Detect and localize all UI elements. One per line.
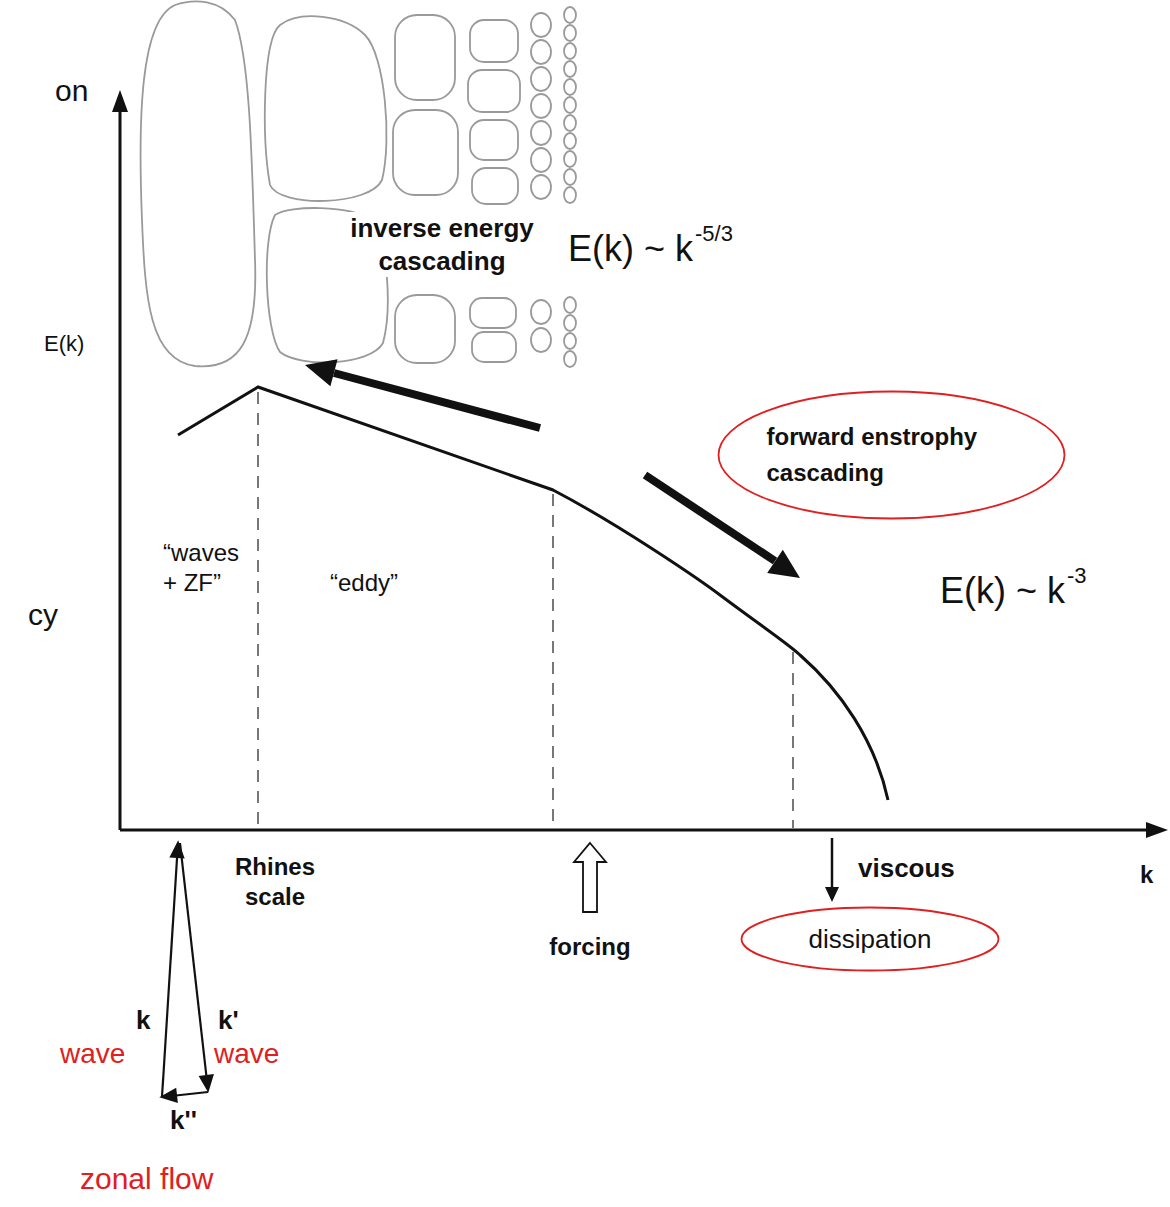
ellipse-callout: dissipation	[740, 906, 1000, 972]
triad-diagram	[162, 843, 212, 1102]
axes	[112, 90, 1168, 838]
ellipse-outline	[717, 390, 1066, 520]
exponent: -3	[1067, 562, 1087, 590]
forcing-arrow	[574, 843, 606, 912]
scale-label: Rhines scale	[220, 852, 330, 912]
cascade-label: inverse energy cascading	[325, 212, 559, 277]
scale-label: forcing	[545, 932, 635, 962]
cascade-arrows	[305, 359, 800, 578]
wavevector-label: k	[136, 1004, 150, 1037]
wavevector-label: k'	[218, 1004, 239, 1037]
range-label: “waves + ZF”	[163, 538, 251, 598]
mode-label: wave	[60, 1036, 125, 1071]
cut-text: on	[55, 72, 88, 110]
spectrum-law: E(k) ~ k	[940, 568, 1065, 613]
mode-label: wave	[214, 1036, 279, 1071]
ellipse-callout: forward enstrophy cascading	[717, 390, 1066, 520]
range-label: “eddy”	[330, 568, 398, 598]
axis-label: k	[1140, 860, 1153, 890]
callout-text: dissipation	[809, 920, 932, 959]
mode-label: zonal flow	[80, 1160, 213, 1198]
spectrum-law: E(k) ~ k	[568, 226, 693, 271]
scale-markers	[258, 392, 793, 828]
wavevector-label: k''	[170, 1104, 197, 1137]
eddy-sketch	[141, 1, 576, 367]
callout-text: forward enstrophy cascading	[767, 419, 1017, 491]
scale-label: viscous	[858, 852, 955, 885]
axis-label: E(k)	[44, 330, 84, 358]
dissipation-arrow	[825, 838, 839, 902]
exponent: -5/3	[695, 220, 733, 248]
cut-text: cy	[28, 596, 58, 634]
